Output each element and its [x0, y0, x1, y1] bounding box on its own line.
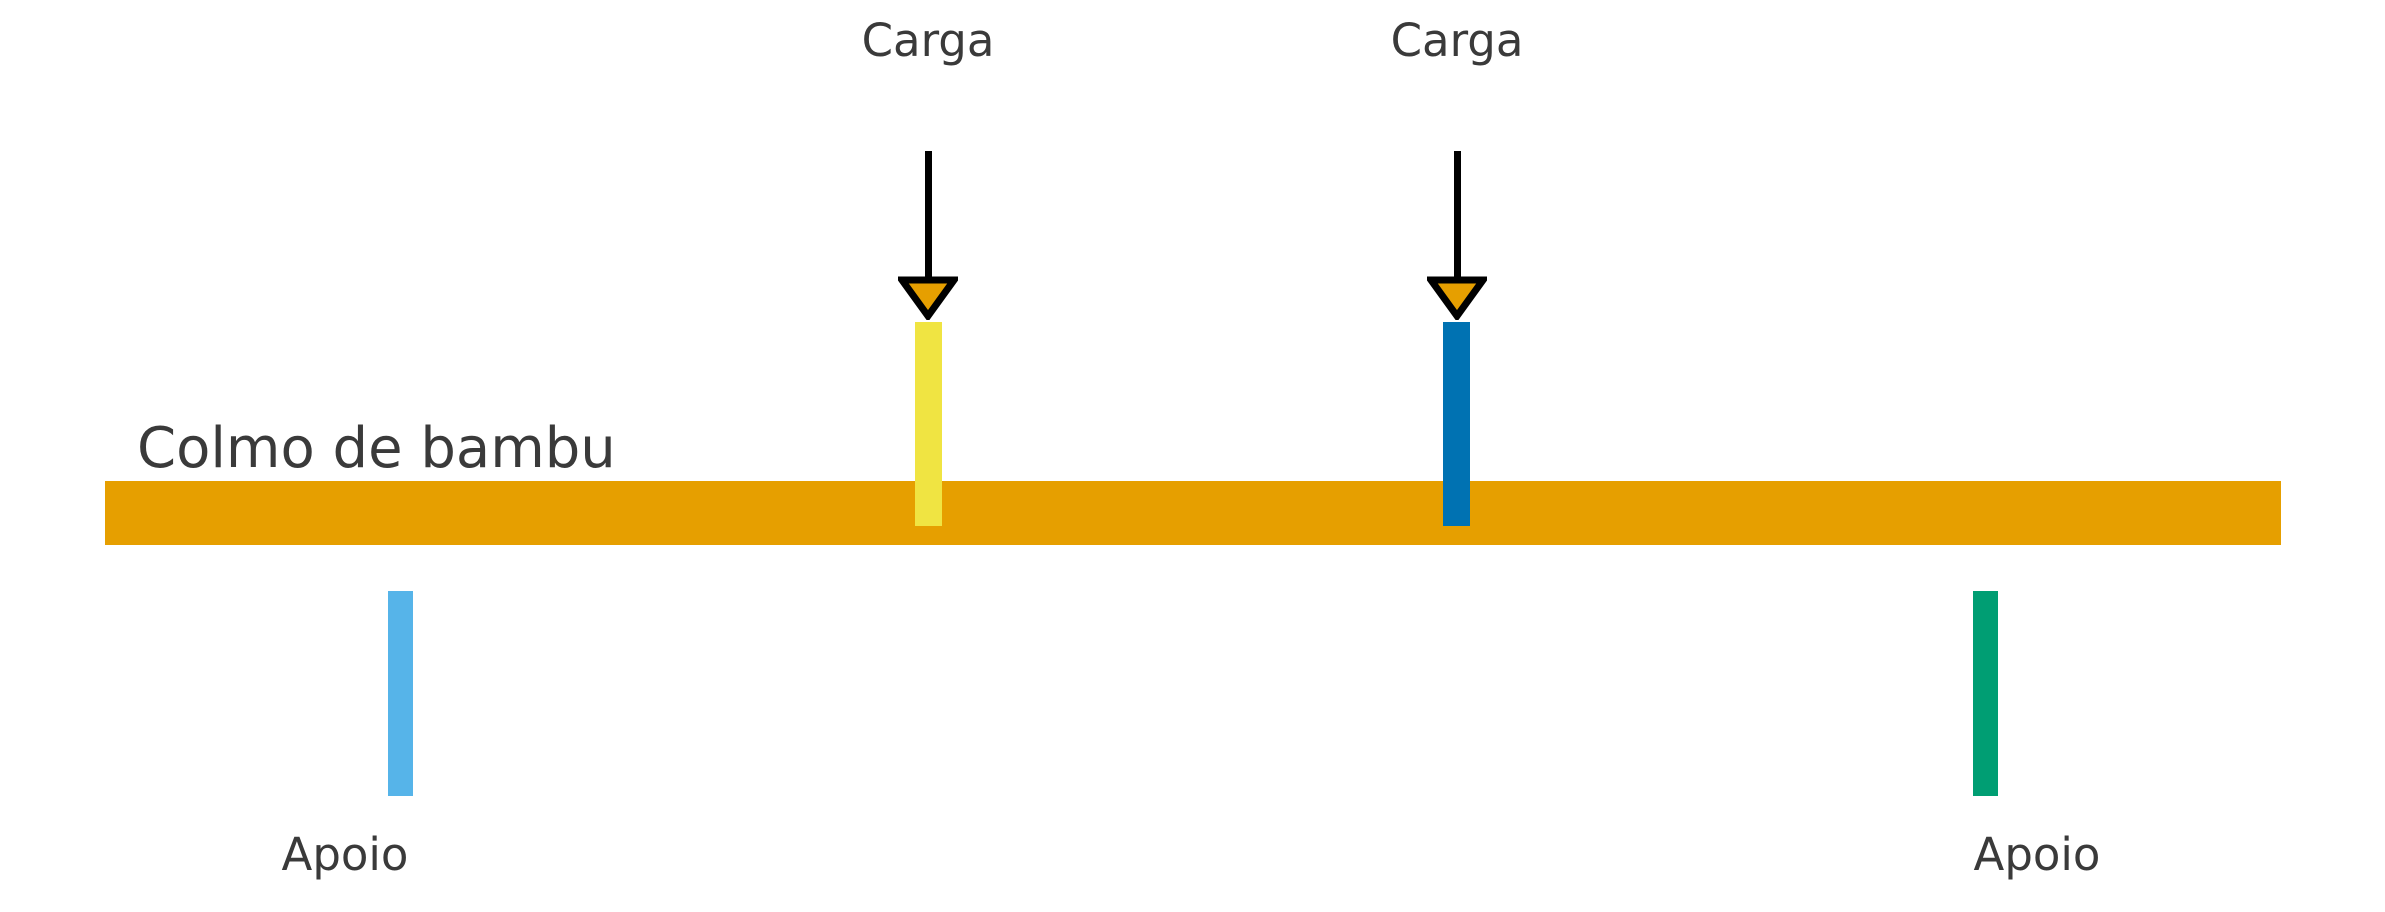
- load-arrowhead-down-icon-left: [898, 276, 958, 320]
- load-marker-right: [1443, 322, 1470, 526]
- support-label-right: Apoio: [1973, 828, 2101, 881]
- arrowhead-triangle-left: [898, 276, 958, 320]
- beam-label: Colmo de bambu: [137, 416, 616, 481]
- support-right: [1973, 591, 1998, 796]
- support-left: [388, 591, 413, 796]
- support-label-left: Apoio: [281, 828, 409, 881]
- arrowhead-triangle-right: [1427, 276, 1487, 320]
- bamboo-beam: [105, 481, 2281, 545]
- load-arrowhead-down-icon-right: [1427, 276, 1487, 320]
- load-arrow-shaft-right: [1454, 151, 1461, 285]
- load-arrow-shaft-left: [925, 151, 932, 285]
- load-label-right: Carga: [1390, 14, 1524, 67]
- load-label-left: Carga: [861, 14, 995, 67]
- load-marker-left: [915, 322, 942, 526]
